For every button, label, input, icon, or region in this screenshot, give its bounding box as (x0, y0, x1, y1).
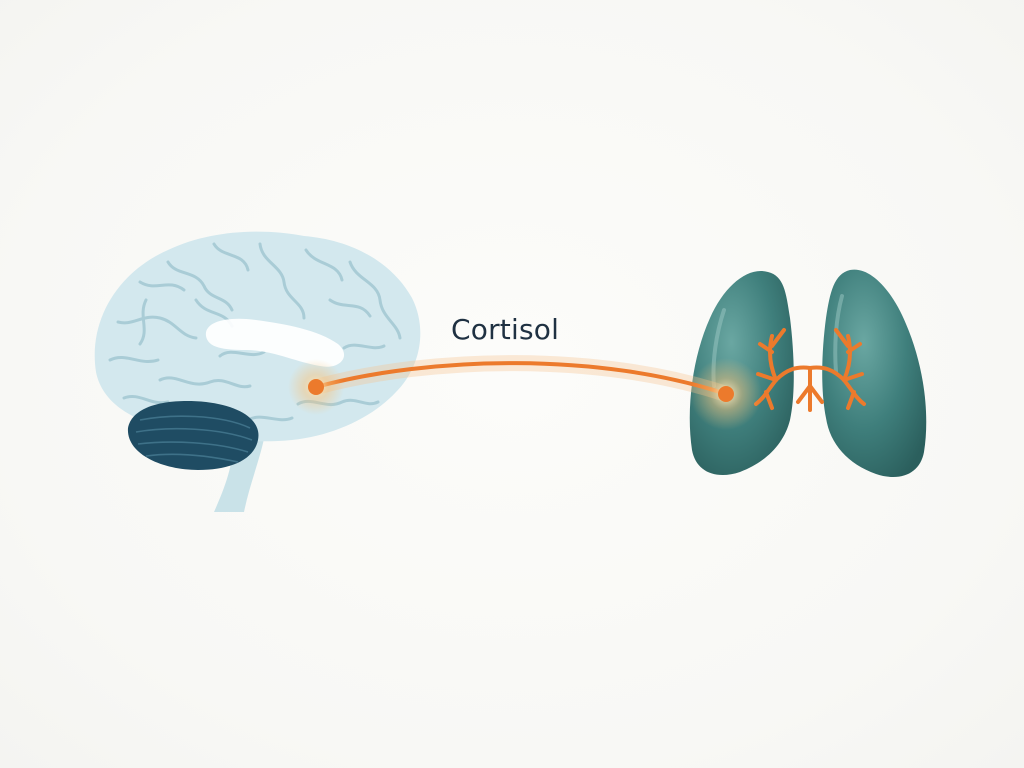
right-lung (822, 269, 927, 478)
bronchi (754, 328, 866, 412)
pathway-label: Cortisol (451, 313, 560, 346)
cerebellum (127, 401, 259, 470)
cerebellum-lines (135, 415, 253, 463)
cortisol-pathway (288, 355, 762, 430)
brain-node-dot (308, 379, 324, 395)
lung-node-dot (718, 386, 734, 402)
brain-highlight-region (205, 318, 345, 367)
pathway-line (314, 361, 728, 396)
